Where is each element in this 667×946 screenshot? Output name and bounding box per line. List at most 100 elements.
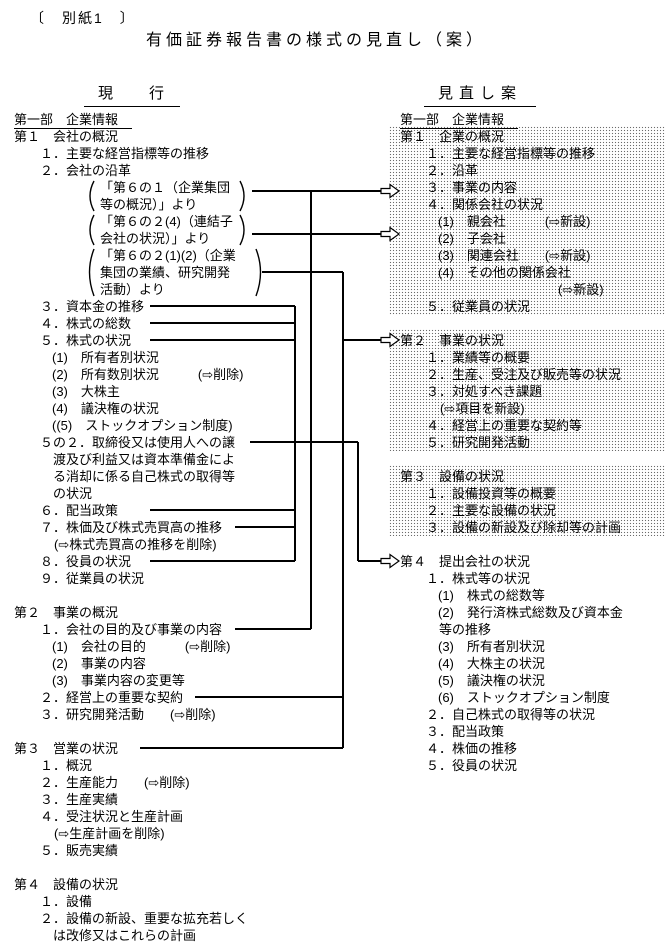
list-item: ９．従業員の状況 xyxy=(14,570,248,587)
list-item: 「第６の２(4)（連結子 xyxy=(14,213,248,230)
list-item-text: ５．従業員の状況 xyxy=(426,299,531,314)
list-item: ２．生産能力 (⇨削除) xyxy=(14,774,248,791)
list-item: (1) 会社の目的 (⇨削除) xyxy=(14,638,248,655)
list-item: 第一部 企業情報 xyxy=(14,111,248,129)
list-item-text: る消却に係る自己株式の取得等 xyxy=(53,469,236,484)
list-item: (⇨生産計画を削除) xyxy=(14,825,248,842)
highlight-block-company-overview xyxy=(389,126,665,315)
list-item-text: ８．役員の状況 xyxy=(40,554,132,569)
list-item-text: 第２ 事業の状況 xyxy=(400,333,505,348)
list-item-text: １．株式等の状況 xyxy=(426,571,531,586)
list-item: (6) ストックオプション制度 xyxy=(400,689,623,706)
list-item: ５の２．取締役又は使用人への譲 xyxy=(14,434,248,451)
list-item: ３．資本金の推移 xyxy=(14,298,248,315)
list-item-text: １．設備 xyxy=(40,894,93,909)
list-item-text: ２．自己株式の取得等の状況 xyxy=(426,707,596,722)
list-item: 活動）より xyxy=(14,281,248,298)
arrow-icon xyxy=(380,553,401,569)
list-item-text: ３．研究開発活動 (⇨削除) xyxy=(40,707,216,722)
list-item-text: ３．資本金の推移 xyxy=(40,299,145,314)
list-item: 渡及び利益又は資本準備金によ xyxy=(14,451,248,468)
list-item-text: は改修又はこれらの計画 xyxy=(53,928,197,943)
list-item: 「第６の１（企業集団 xyxy=(14,179,248,196)
list-item-text: ２．主要な設備の状況 xyxy=(426,503,557,518)
list-item: 第３ 営業の状況 xyxy=(14,740,248,757)
list-item: ５．従業員の状況 xyxy=(400,298,623,315)
list-item-text: ３．生産実績 xyxy=(40,792,119,807)
list-item: ３．研究開発活動 (⇨削除) xyxy=(14,706,248,723)
list-item: (1) 株式の総数等 xyxy=(400,587,623,604)
highlight-block-business-status xyxy=(389,329,665,451)
list-item: ３．事業の内容 xyxy=(400,179,623,196)
list-item: (2) 所有数別状況 (⇨削除) xyxy=(14,366,248,383)
list-item-text: (1) 親会社 (⇨新設) xyxy=(438,214,591,229)
list-item: 会社の状況）」より xyxy=(14,230,248,247)
list-item: (3) 所有者別状況 xyxy=(400,638,623,655)
list-item: ２．設備の新設、重要な拡充若しく xyxy=(14,910,248,927)
list-item-text: ２．生産、受注及び販売等の状況 xyxy=(426,367,622,382)
list-item-text: (3) 関連会社 (⇨新設) xyxy=(438,248,591,263)
list-item-text: ３．配当政策 xyxy=(426,724,505,739)
list-item: (⇨新設) xyxy=(400,281,623,298)
list-item-text: １．設備投資等の概要 xyxy=(426,486,557,501)
list-item-text: 第４ 提出会社の状況 xyxy=(400,554,531,569)
list-item-text: (3) 大株主 xyxy=(52,384,120,399)
list-item-text: ４．受注状況と生産計画 xyxy=(40,809,184,824)
list-item-text: ５．研究開発活動 xyxy=(426,435,531,450)
list-item-text: 第一部 企業情報 xyxy=(400,111,519,129)
list-item-text: ２．会社の沿革 xyxy=(40,163,132,178)
list-item-text: ５．役員の状況 xyxy=(426,758,518,773)
list-item: 第４ 設備の状況 xyxy=(14,876,248,893)
column-header-current-text: 現 行 xyxy=(84,82,181,107)
list-item-text: (4) その他の関係会社 xyxy=(438,265,571,280)
column-header-current: 現 行 xyxy=(84,82,181,107)
list-item: (1) 所有者別状況 xyxy=(14,349,248,366)
list-item: ５．株式の状況 xyxy=(14,332,248,349)
list-item-text: ４．株式の総数 xyxy=(40,316,132,331)
list-item: (⇨株式売買高の推移を削除) xyxy=(14,536,248,553)
list-item-text: ７．株価及び株式売買高の推移 xyxy=(40,520,223,535)
spacer-row xyxy=(400,315,623,332)
list-item-text: (1) 会社の目的 (⇨削除) xyxy=(52,639,231,654)
list-item: ２．自己株式の取得等の状況 xyxy=(400,706,623,723)
list-item: ２．沿革 xyxy=(400,162,623,179)
list-item: １．設備投資等の概要 xyxy=(400,485,623,502)
list-item-text: ２．沿革 xyxy=(426,163,479,178)
list-item-text: 「第６の２(1)(2)（企業 xyxy=(100,248,236,263)
list-item: 第４ 提出会社の状況 xyxy=(400,553,623,570)
list-item-text: (4) 議決権の状況 xyxy=(52,401,159,416)
column-header-revised-text: 見直し案 xyxy=(424,82,537,107)
list-item-text: 集団の業績、研究開発 xyxy=(100,265,231,280)
list-item: ４．受注状況と生産計画 xyxy=(14,808,248,825)
list-item: １．会社の目的及び事業の内容 xyxy=(14,621,248,638)
list-item: 第一部 企業情報 xyxy=(400,111,623,129)
list-item-text: １．業績等の概要 xyxy=(426,350,531,365)
list-item: ２．会社の沿革 xyxy=(14,162,248,179)
list-item-text: ４．関係会社の状況 xyxy=(426,197,544,212)
spacer-row xyxy=(14,859,248,876)
list-item: １．概況 xyxy=(14,757,248,774)
list-item: 集団の業績、研究開発 xyxy=(14,264,248,281)
highlight-block-facilities-status xyxy=(389,465,665,536)
list-item-text: (5) 議決権の状況 xyxy=(438,673,545,688)
list-item: ３．対処すべき課題 xyxy=(400,383,623,400)
list-item-text: 第一部 企業情報 xyxy=(14,111,133,129)
list-item-text: ３．事業の内容 xyxy=(426,180,518,195)
list-item: ４．株式の総数 xyxy=(14,315,248,332)
list-item-text: (1) 株式の総数等 xyxy=(438,588,545,603)
list-item-text: 渡及び利益又は資本準備金によ xyxy=(53,452,236,467)
list-item-text: (4) 大株主の状況 xyxy=(438,656,545,671)
list-item-text: ５の２．取締役又は使用人への譲 xyxy=(40,435,236,450)
list-item: (2) 発行済株式総数及び資本金 xyxy=(400,604,623,621)
list-item-text: ４．株価の推移 xyxy=(426,741,518,756)
list-item: 「第６の２(1)(2)（企業 xyxy=(14,247,248,264)
list-item-text: (⇨生産計画を削除) xyxy=(54,826,165,841)
list-item: は改修又はこれらの計画 xyxy=(14,927,248,944)
list-item-text: ６．配当政策 xyxy=(40,503,119,518)
list-item: ((5) ストックオプション制度) xyxy=(14,417,248,434)
list-item: ４．関係会社の状況 xyxy=(400,196,623,213)
list-item: (1) 親会社 (⇨新設) xyxy=(400,213,623,230)
list-item-text: ((5) ストックオプション制度) xyxy=(52,418,233,433)
list-item-text: 第４ 設備の状況 xyxy=(14,877,119,892)
